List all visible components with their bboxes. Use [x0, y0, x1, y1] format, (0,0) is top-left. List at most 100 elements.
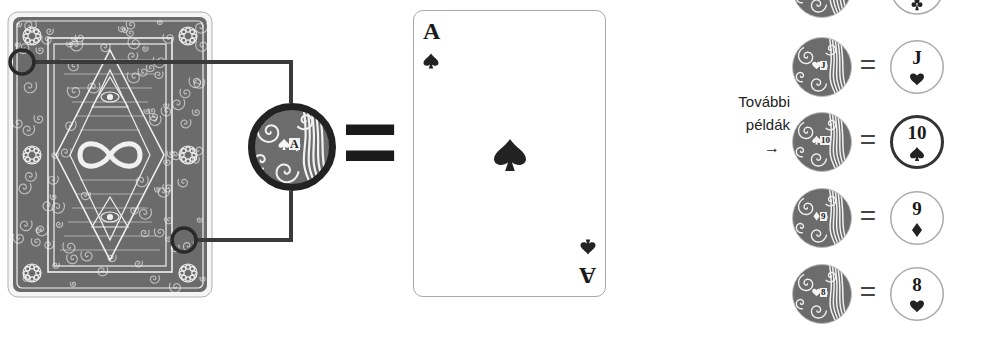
ornament-swirl	[63, 242, 75, 252]
rank: J	[912, 48, 922, 67]
index-rim	[892, 117, 943, 168]
pattern-fill	[792, 188, 852, 248]
ornament-diamond	[56, 50, 164, 260]
leader-line	[197, 191, 291, 240]
ornament-swirl	[180, 89, 190, 98]
pattern-fill	[248, 103, 336, 191]
ornament-stripe	[60, 249, 160, 250]
ornament-swirl	[173, 99, 185, 110]
swirl	[811, 230, 826, 242]
ornament-swirl	[101, 43, 110, 51]
ornament-swirl	[196, 23, 207, 33]
ornament-swirl	[71, 40, 83, 50]
pattern-rim	[793, 38, 852, 97]
streak	[835, 0, 843, 18]
ornament-swirl	[126, 22, 134, 29]
ornament-swirl	[34, 115, 43, 123]
ornament-stripe	[68, 87, 152, 88]
spade-shape	[424, 54, 439, 69]
rosette-ring	[179, 27, 197, 45]
corner-marker	[172, 228, 196, 252]
eye-triangle	[92, 197, 128, 227]
spade-shape	[279, 139, 290, 150]
diamond-symbol	[813, 212, 819, 221]
rank: 8	[912, 275, 922, 294]
rosette	[23, 146, 41, 164]
corner-marker	[10, 50, 34, 74]
ornament-swirl	[67, 254, 78, 263]
ornament-swirl	[163, 184, 172, 192]
swirl	[799, 198, 813, 214]
spade-shape	[910, 147, 924, 161]
eye-emblem	[92, 77, 128, 107]
spade-symbol	[424, 54, 439, 69]
spade-symbol	[494, 139, 526, 171]
swirl	[811, 79, 826, 91]
ornament-swirl	[81, 251, 92, 261]
swirl	[811, 154, 826, 166]
ornament-swirl	[197, 218, 202, 222]
card-index-circle: 10	[890, 115, 944, 169]
club-lobe	[911, 2, 916, 7]
card-back	[8, 12, 212, 297]
equals-sign: =	[853, 278, 883, 306]
pattern-ground	[792, 37, 852, 97]
rosette-ring	[23, 27, 41, 45]
ornament-stripe	[64, 73, 156, 74]
spade-symbol	[279, 139, 290, 150]
infinity-sign	[80, 144, 140, 167]
eye-outline	[101, 212, 119, 222]
card-outline	[414, 11, 607, 298]
ornament-swirl	[50, 195, 56, 200]
rosette-petal	[34, 30, 38, 34]
card-back-field	[13, 17, 207, 292]
ornament-diamond	[70, 70, 150, 240]
swirl-lines	[796, 188, 849, 248]
pattern-ground	[248, 103, 336, 191]
swirl	[796, 223, 803, 232]
equals-sign: =	[853, 51, 883, 79]
swirl	[799, 47, 813, 63]
ornament-swirl	[189, 78, 200, 88]
card-index-circle: 9	[890, 191, 944, 245]
equals-sign: =	[853, 126, 883, 154]
card-index-circle: J	[890, 40, 944, 94]
ornament-swirl	[167, 151, 174, 157]
club-lobe	[918, 2, 923, 7]
pattern-fill	[792, 112, 852, 172]
ornament-stripe	[64, 235, 156, 236]
ornament-swirl	[31, 238, 40, 246]
ornament-swirl	[144, 109, 149, 114]
rosette-petal	[34, 149, 38, 153]
streak	[840, 37, 849, 97]
heart-shape	[910, 300, 924, 312]
ornament-swirl	[149, 113, 157, 120]
rosette-petal	[190, 267, 194, 271]
rosette-petal	[190, 30, 194, 34]
rosette	[179, 264, 197, 282]
pattern-fill	[792, 264, 852, 324]
tiny-rank: 10	[820, 136, 831, 145]
ornament-stripe	[80, 179, 140, 180]
heart-shape	[910, 73, 924, 85]
index-rim	[891, 41, 944, 94]
rosette-ring	[179, 264, 197, 282]
index-rim	[891, 268, 944, 321]
ornament-swirl	[45, 241, 54, 249]
ornament-swirl	[24, 82, 36, 93]
ornament-frame	[48, 38, 172, 272]
pattern-ground	[792, 0, 852, 18]
club-stem	[915, 4, 919, 10]
swirl	[799, 122, 813, 138]
swirl-lines	[796, 37, 849, 97]
spade-shape	[494, 139, 526, 171]
ornament-swirl	[196, 41, 207, 51]
pattern-rim	[793, 0, 852, 18]
cut-index-circle	[891, 0, 943, 14]
swirl	[811, 306, 826, 318]
swirl	[796, 299, 803, 308]
ornament-swirl	[143, 46, 148, 51]
arrow-glyph: →	[758, 140, 786, 156]
swirl	[799, 274, 813, 290]
ornament-stripe	[76, 115, 144, 116]
